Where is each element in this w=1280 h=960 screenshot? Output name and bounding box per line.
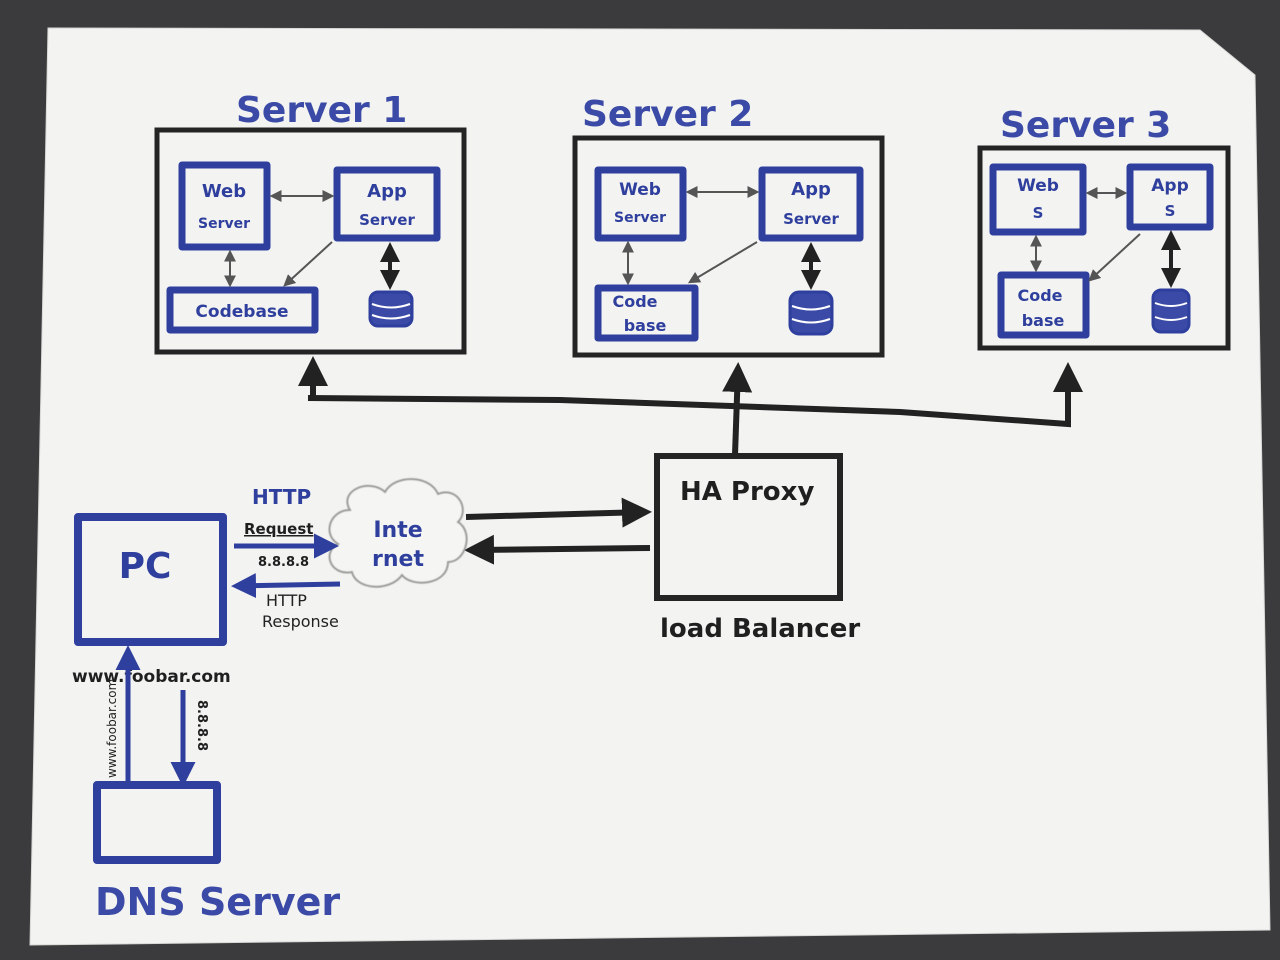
internet-cloud: Inte rnet [328,478,468,588]
server-3-codebase-label-line1: Code [1017,286,1062,305]
internet-label-line1: Inte [373,518,422,543]
server-2-web-label-line1: Web [619,180,661,200]
server-2-app-box [758,166,864,242]
server-3-frame [977,145,1231,351]
paper-sheet [29,27,1271,946]
server-2-web-label-line2: Server [614,210,666,226]
dns-query-label: www.foobar.com [105,679,119,778]
pc-label: PC [119,546,172,587]
server-1-web-label-line1: Web [202,181,246,202]
internet-to-proxy-arrow [465,497,652,528]
proxy-to-internet-arrow [464,534,651,565]
server-1: Server 1 Web Server App Server Codebase [154,90,467,355]
server-2-app-label-line2: Server [783,210,839,228]
server-1-app-box [333,166,441,242]
dns-answer-label: 8.8.8.8 [194,700,209,751]
http-request-title: HTTP [252,485,311,509]
dns-server-box [93,781,221,864]
ha-proxy: HA Proxy load Balancer [654,453,860,644]
pc-box [74,513,227,646]
server-3: Server 3 Web S App S Code base [977,105,1231,351]
server-3-app-code-arrow [1088,233,1141,282]
server-3-web-label-line1: Web [1017,176,1059,196]
load-balancer-distribution [298,356,1083,456]
dns-server-label: DNS Server [95,880,340,924]
server-2-app-code-arrow [687,241,758,284]
server-1-codebase-label: Codebase [195,302,288,322]
http-response-line2: Response [262,612,339,631]
load-balancer-caption: load Balancer [660,614,860,644]
server-1-app-code-arrow [283,241,333,287]
dns-server: DNS Server [93,781,340,924]
http-response: HTTP Response [231,573,341,631]
server-3-web-label-line2: S [1033,204,1044,222]
server-1-app-label-line2: Server [359,211,415,229]
server-1-title: Server 1 [236,90,407,131]
server-3-app-box [1126,163,1214,231]
server-1-codebase-box [166,286,319,334]
server-2-app-label-line1: App [791,179,831,200]
server-3-codebase-box [997,271,1090,339]
domain-label: www.foobar.com [72,667,231,687]
http-request-label: Request [244,520,313,538]
internet-label-line2: rnet [372,547,424,572]
http-request: HTTP Request 8.8.8.8 [234,485,339,570]
server-2: Server 2 Web Server App Server Code base [572,94,885,358]
server-2-title: Server 2 [582,94,753,135]
server-1-web-label-line2: Server [198,216,250,232]
server-1-frame [154,127,467,355]
ha-proxy-label: HA Proxy [680,477,814,507]
ha-proxy-box [654,453,843,601]
server-2-database-icon [788,290,834,336]
server-3-web-box [989,163,1087,236]
server-3-app-label-line2: S [1165,202,1176,220]
server-3-codebase-label-line2: base [1022,311,1065,330]
server-3-title: Server 3 [1000,105,1171,146]
server-2-codebase-box [594,284,699,342]
pc: PC [74,513,227,646]
server-2-frame [572,135,885,358]
server-2-web-box [594,166,687,242]
server-2-codebase-label-line2: base [624,316,667,335]
server-1-database-icon [368,290,414,328]
server-1-app-label-line1: App [367,181,407,202]
server-2-codebase-label-line1: Code [612,292,657,311]
server-3-app-label-line1: App [1151,176,1189,196]
http-request-ip: 8.8.8.8 [258,555,309,570]
server-1-web-box [178,161,271,251]
http-response-line1: HTTP [266,591,307,610]
dns-lookup: www.foobar.com 8.8.8.8 [105,645,209,787]
server-3-database-icon [1151,288,1191,334]
http-response-arrow [231,573,341,599]
